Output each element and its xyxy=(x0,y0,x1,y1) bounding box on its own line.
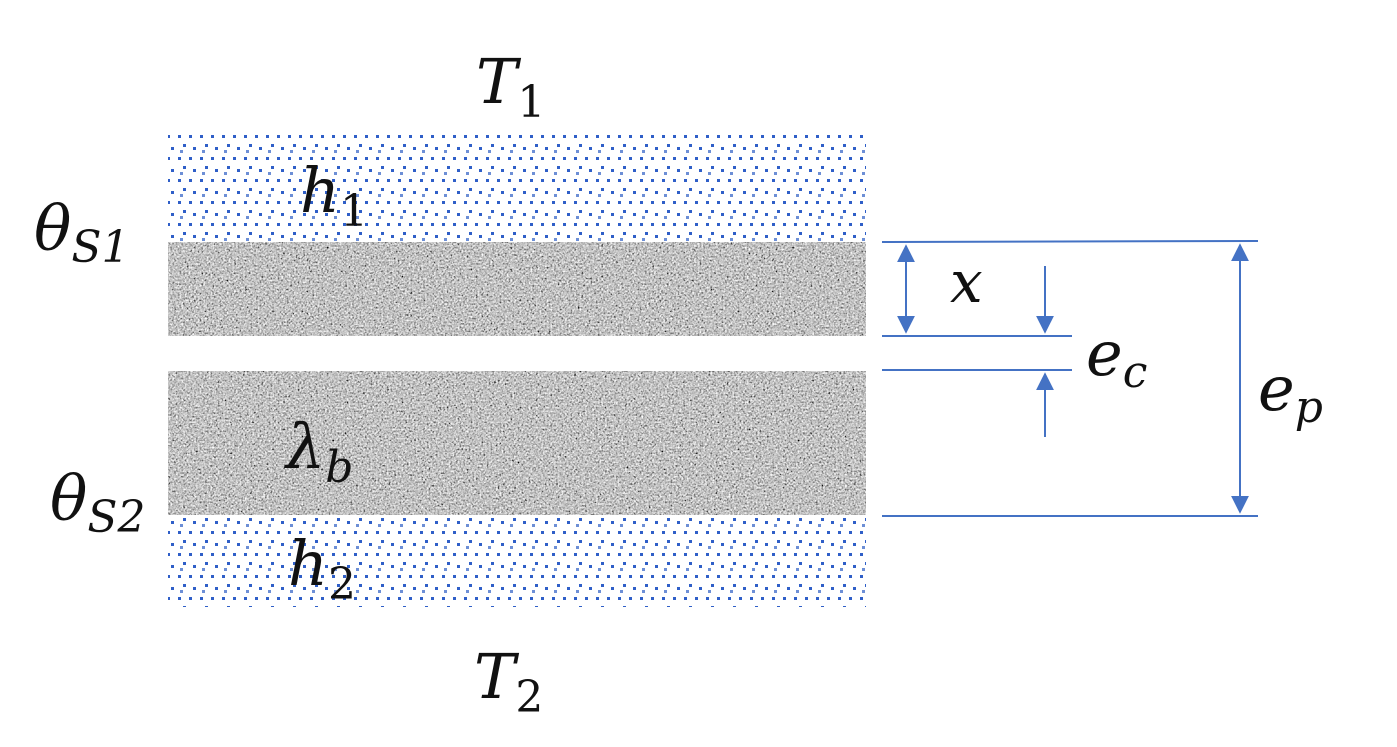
label-T1-main: T xyxy=(476,45,522,118)
label-ep: ep xyxy=(1258,352,1323,433)
label-ep-main: e xyxy=(1258,352,1295,425)
label-T2: T2 xyxy=(474,640,543,723)
label-h2-sub: 2 xyxy=(328,559,356,610)
label-ep-sub: p xyxy=(1295,382,1323,433)
label-theta-s2-main: θ xyxy=(50,462,87,535)
label-x: x xyxy=(950,248,983,316)
label-theta-s2: θS2 xyxy=(50,462,145,543)
dimension-lines xyxy=(881,240,1259,517)
label-ec-sub: c xyxy=(1123,347,1148,398)
label-lambda-b: λb xyxy=(283,410,353,493)
label-T2-main: T xyxy=(474,640,520,713)
label-h2-main: h xyxy=(288,527,328,600)
top-reference-line xyxy=(881,240,1259,243)
label-T1: T1 xyxy=(476,45,545,128)
cavity-gap xyxy=(168,336,866,371)
label-x-main: x xyxy=(950,248,983,316)
lower-fluid-layer xyxy=(168,515,866,607)
label-ec: ec xyxy=(1086,317,1147,398)
label-theta-s1-sub: S1 xyxy=(71,222,129,273)
label-h1-sub: 1 xyxy=(340,186,368,237)
upper-slab xyxy=(168,242,866,336)
label-theta-s1: θS1 xyxy=(34,192,129,273)
label-h2: h2 xyxy=(288,527,356,610)
label-T2-sub: 2 xyxy=(515,672,543,723)
label-h1-main: h xyxy=(300,154,340,227)
label-lambda-b-main: λ xyxy=(283,410,325,483)
upper-fluid-layer xyxy=(168,135,866,242)
label-theta-s1-main: θ xyxy=(34,192,71,265)
label-h1: h1 xyxy=(300,154,368,237)
label-T1-sub: 1 xyxy=(517,77,545,128)
lower-slab xyxy=(168,371,866,515)
label-ec-main: e xyxy=(1086,317,1123,390)
label-lambda-b-sub: b xyxy=(325,442,353,493)
label-theta-s2-sub: S2 xyxy=(87,492,145,543)
